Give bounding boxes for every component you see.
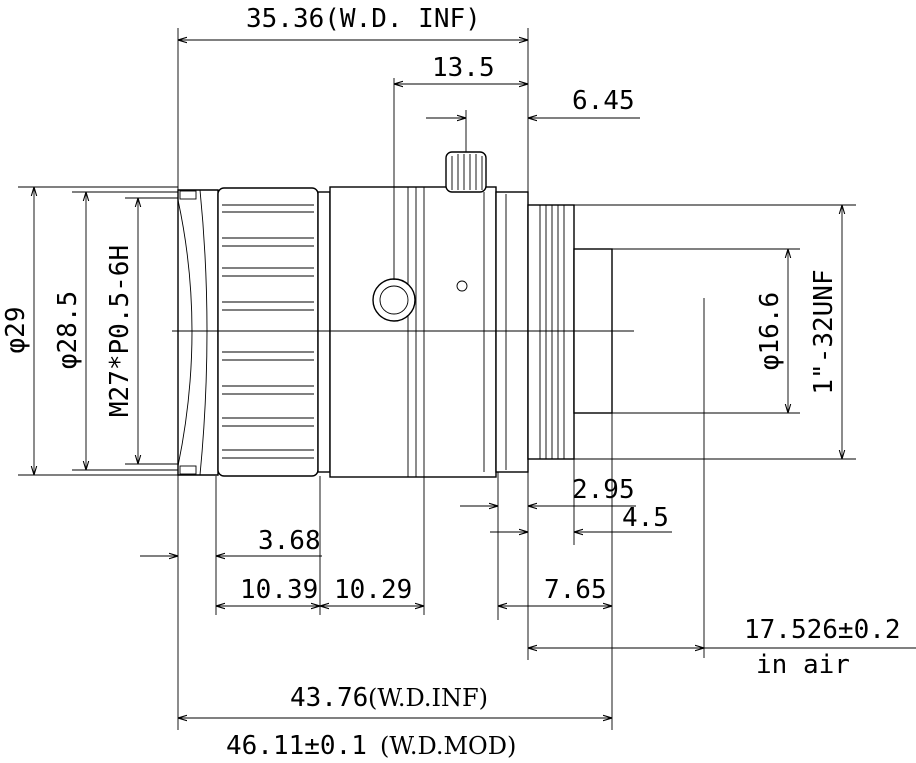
dimension-lines — [34, 40, 916, 718]
dim-flange-offset: 13.5 — [432, 53, 495, 83]
dim-filter-thread: M27*P0.5-6H — [105, 245, 135, 417]
dim-total-length-inf-note: (W.D.INF) — [368, 684, 488, 712]
dim-10-29: 10.29 — [334, 575, 412, 605]
dim-7-65: 7.65 — [544, 575, 607, 605]
dim-total-length-mod: 46.11±0.1 — [226, 731, 367, 761]
dim-mount-thread: 1"-32UNF — [809, 269, 839, 394]
mount-thread-lines — [539, 205, 565, 459]
lens-body — [172, 151, 634, 478]
extension-lines — [18, 28, 856, 730]
set-screw-hole — [456, 280, 468, 292]
dim-back-focus: 17.526±0.2 — [744, 615, 901, 645]
dim-total-length-inf: 43.76 — [290, 683, 368, 713]
dim-10-39: 10.39 — [240, 575, 318, 605]
dim-rear-diameter: φ16.6 — [755, 292, 785, 370]
top-lock-screw — [445, 151, 487, 193]
iris-lock-screw — [372, 278, 416, 322]
dim-back-focus-note: in air — [756, 650, 850, 680]
knurl-pattern — [222, 204, 314, 459]
dim-2-95: 2.95 — [572, 475, 635, 505]
dim-outer-diameter: φ29 — [1, 307, 31, 354]
dim-total-length-mod-note: (W.D.MOD) — [380, 732, 516, 760]
dim-filter-diameter: φ28.5 — [53, 291, 83, 369]
dim-total-length-top: 35.36(W.D. INF) — [246, 4, 481, 34]
dim-4-5: 4.5 — [622, 503, 669, 533]
dim-screw-offset: 6.45 — [572, 86, 635, 116]
dim-3-68: 3.68 — [258, 526, 321, 556]
